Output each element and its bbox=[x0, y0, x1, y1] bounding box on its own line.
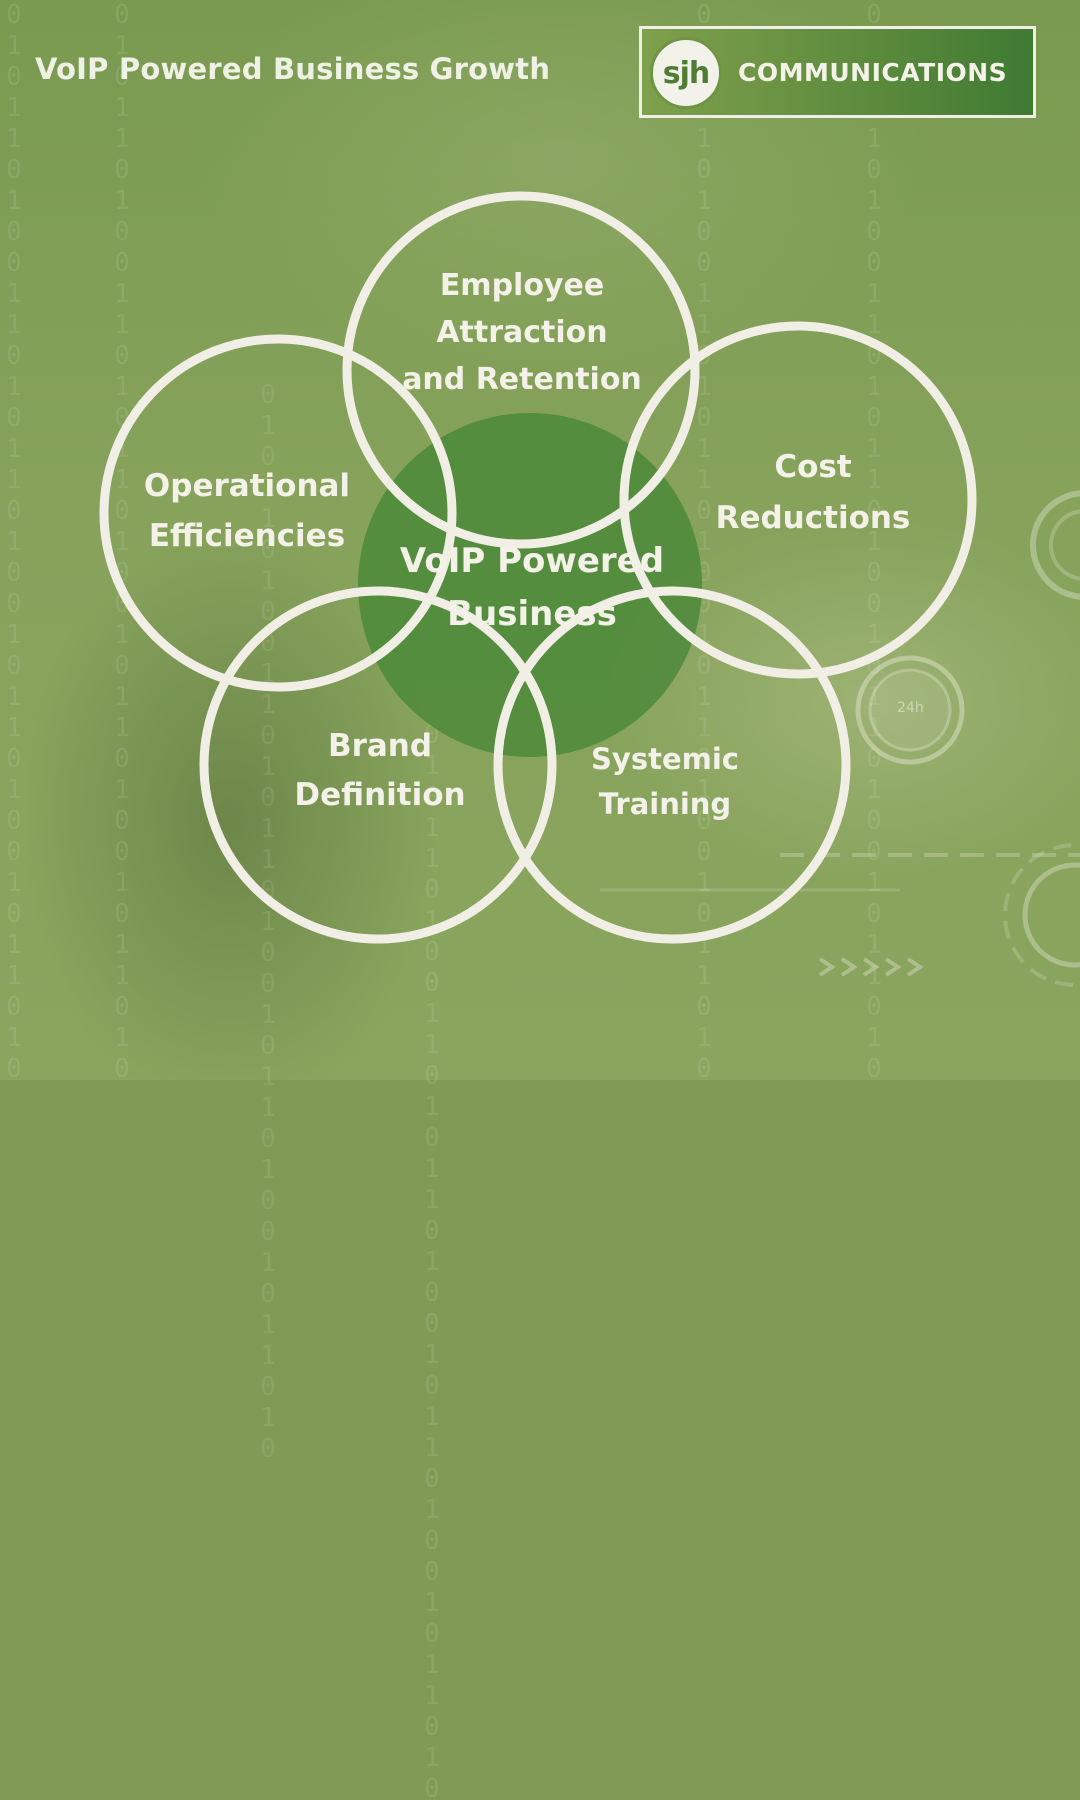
binary-stream: 010110100110101101001011010010110101 bbox=[114, 0, 130, 1080]
petal-label-cost: Cost Reductions bbox=[690, 442, 936, 544]
petal-label-line: Cost bbox=[774, 449, 852, 485]
binary-stream: 010110100110101101001011010010110101 bbox=[6, 0, 22, 1080]
ring-employee bbox=[342, 191, 700, 549]
center-label-line: Business bbox=[447, 594, 617, 634]
petal-label-line: Definition bbox=[294, 777, 466, 813]
petal-label-line: Attraction bbox=[436, 315, 608, 350]
logo-mark-letters: sjh bbox=[662, 55, 710, 91]
petal-label-employee: Employee Attraction and Retention bbox=[396, 262, 648, 403]
binary-stream: 010110100110101101001011010010110101 bbox=[696, 0, 712, 1080]
ring-brand bbox=[199, 586, 557, 944]
page-title: VoIP Powered Business Growth bbox=[35, 52, 551, 86]
venn-diagram bbox=[99, 191, 977, 944]
logo-mark-icon: sjh bbox=[650, 37, 722, 109]
petal-label-systemic: Systemic Training bbox=[560, 737, 770, 827]
petal-label-operational: Operational Efficiencies bbox=[128, 461, 366, 561]
center-circle bbox=[358, 413, 702, 757]
24h-badge: 24h bbox=[897, 700, 924, 716]
petal-label-line: Reductions bbox=[715, 500, 911, 536]
petal-label-line: and Retention bbox=[402, 362, 642, 397]
ring-operational bbox=[99, 334, 457, 692]
ring-cost bbox=[619, 321, 977, 679]
petal-label-line: Systemic bbox=[591, 742, 739, 776]
petal-label-line: Brand bbox=[327, 728, 433, 764]
petal-label-line: Employee bbox=[439, 268, 605, 303]
logo-wordmark: COMMUNICATIONS bbox=[738, 58, 1008, 87]
petal-label-line: Training bbox=[598, 787, 732, 821]
ring-systemic bbox=[493, 586, 851, 944]
petal-label-line: Efficiencies bbox=[148, 518, 346, 554]
center-label-line: VoIP Powered bbox=[399, 541, 665, 581]
company-logo: sjh COMMUNICATIONS bbox=[639, 26, 1036, 118]
petal-label-line: Operational bbox=[143, 468, 351, 504]
center-label: VoIP Powered Business bbox=[382, 535, 682, 641]
petal-label-brand: Brand Definition bbox=[270, 722, 490, 820]
decorative-tech-rings bbox=[600, 490, 1080, 987]
